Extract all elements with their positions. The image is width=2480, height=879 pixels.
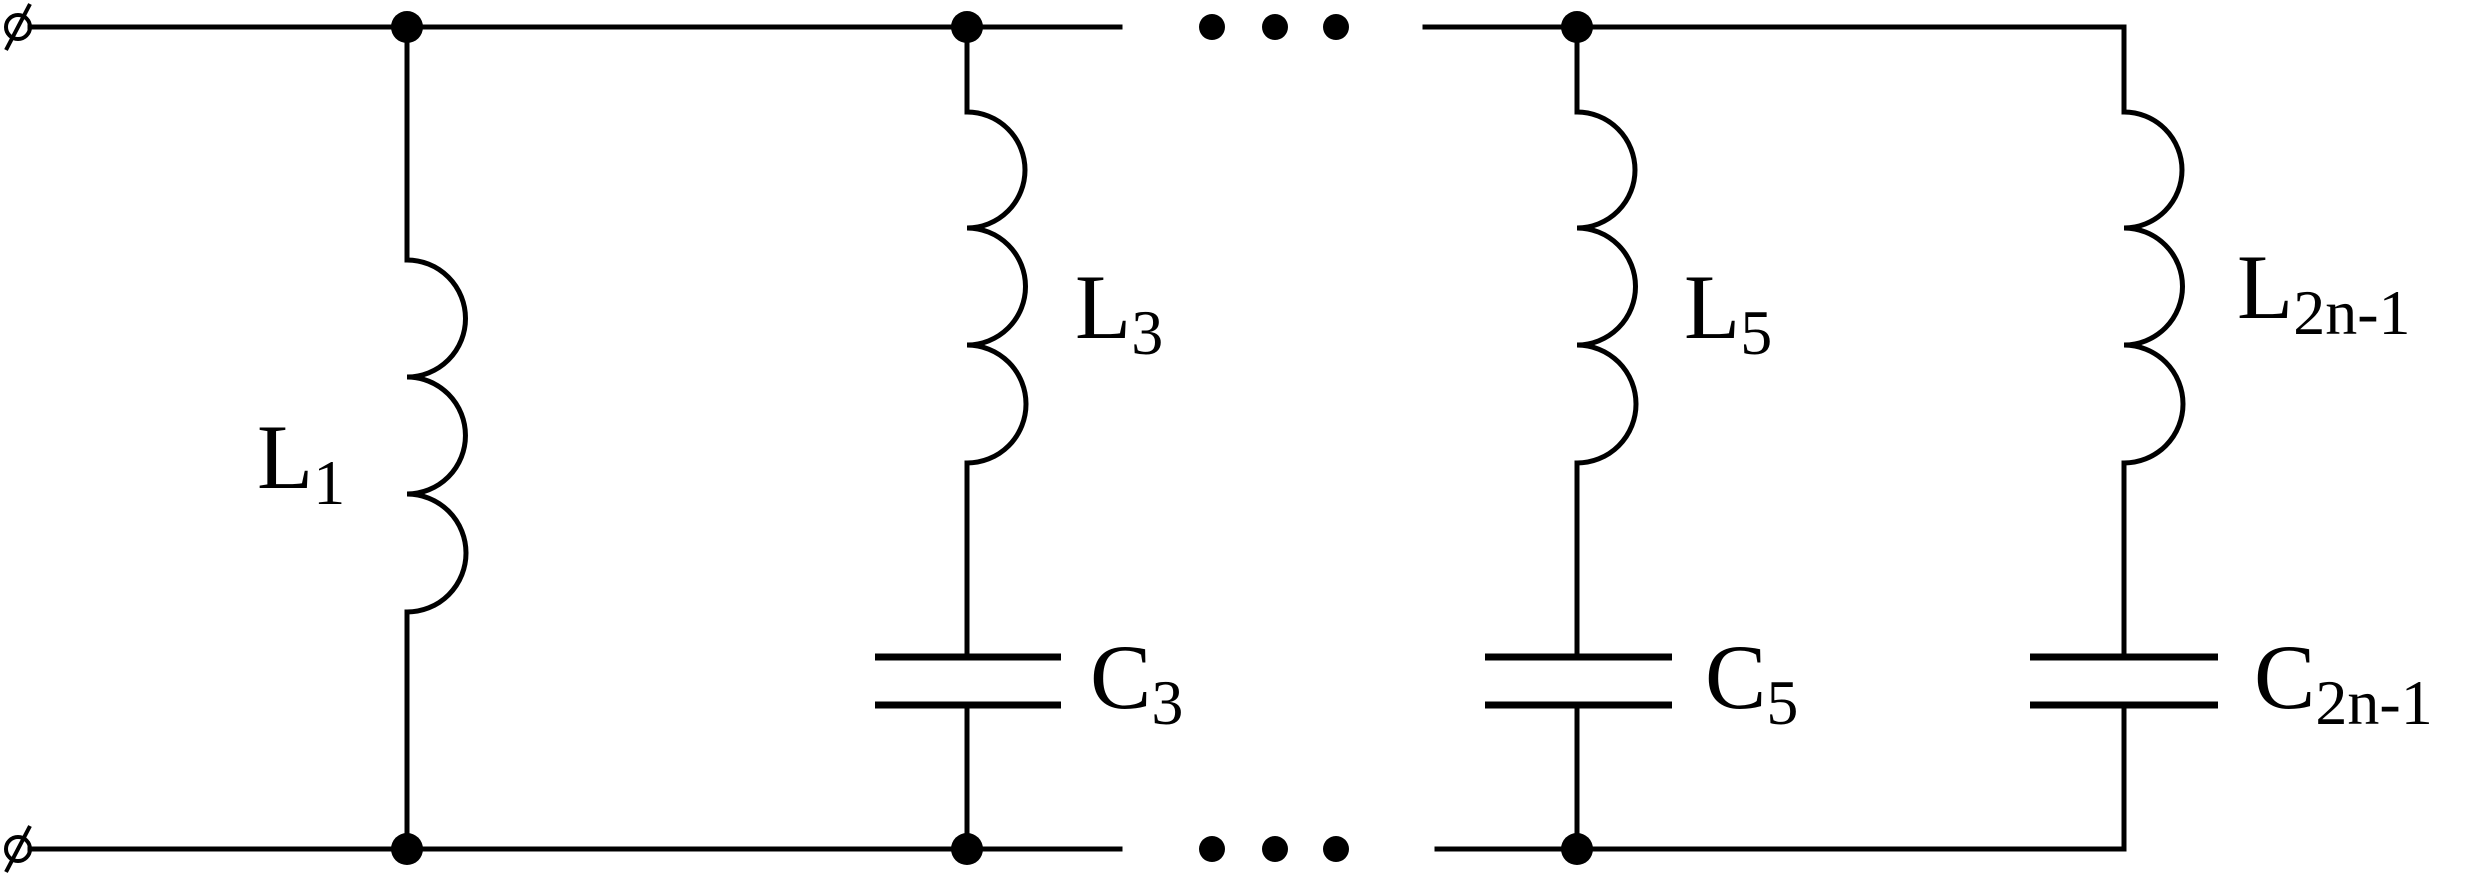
label-c3: C3 [1090, 626, 1183, 738]
label-c2n1: C2n-1 [2254, 626, 2433, 738]
label-l2n1: L2n-1 [2237, 236, 2411, 348]
junction-dot [951, 833, 983, 865]
inductor-l1-coil [406, 257, 469, 615]
label-l5: L5 [1684, 256, 1772, 368]
ellipsis-bottom [1199, 836, 1349, 862]
input-terminal-bottom [4, 825, 32, 873]
input-terminal-top [4, 3, 32, 51]
junction-dot [391, 11, 423, 43]
label-l1: L1 [257, 406, 345, 518]
inductor-l5-coil [1576, 109, 1639, 466]
inductor-l3-coil [966, 109, 1029, 466]
inductor-l2n1-coil [2123, 109, 2186, 466]
junction-dot [951, 11, 983, 43]
branch-l2n1-c2n1 [2030, 24, 2218, 852]
ellipsis-top [1199, 14, 1349, 40]
junction-dot [1561, 833, 1593, 865]
junction-dot [1561, 11, 1593, 43]
label-c5: C5 [1705, 626, 1798, 738]
branch-l5-c5 [1485, 11, 1672, 865]
junction-dot [391, 833, 423, 865]
label-l3: L3 [1075, 256, 1163, 368]
branch-l1 [391, 11, 469, 865]
branch-l3-c3 [875, 11, 1061, 865]
